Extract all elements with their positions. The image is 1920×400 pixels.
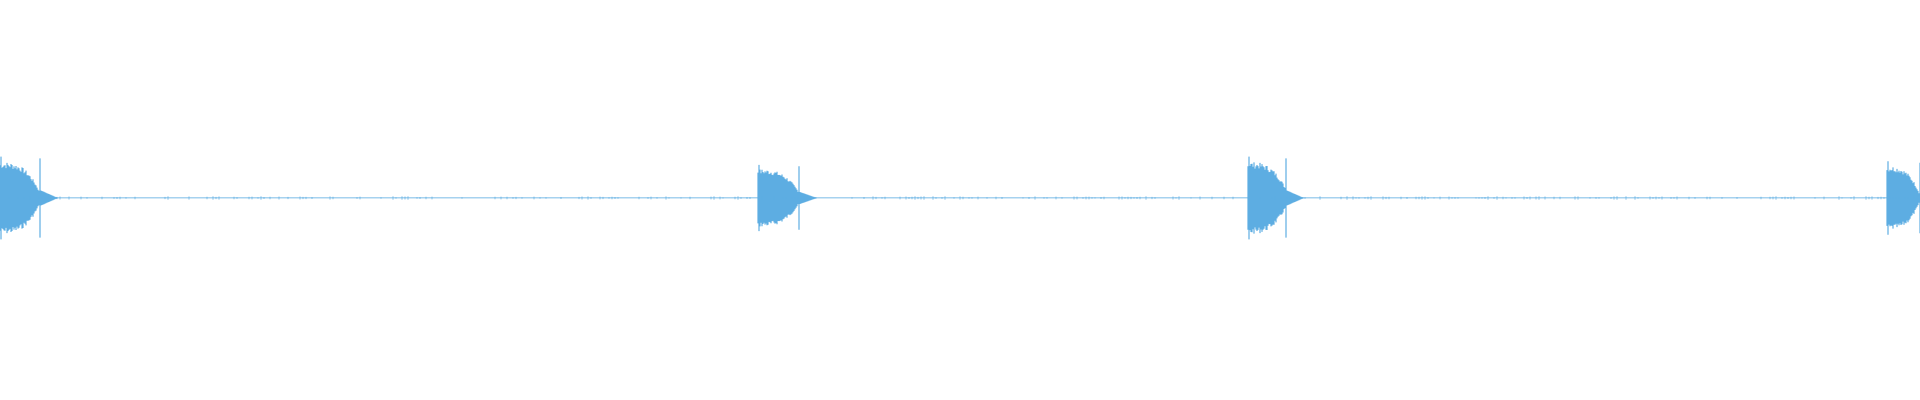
waveform-burst bbox=[1886, 161, 1920, 235]
waveform-noise bbox=[8, 196, 1915, 200]
waveform-burst bbox=[757, 164, 817, 232]
